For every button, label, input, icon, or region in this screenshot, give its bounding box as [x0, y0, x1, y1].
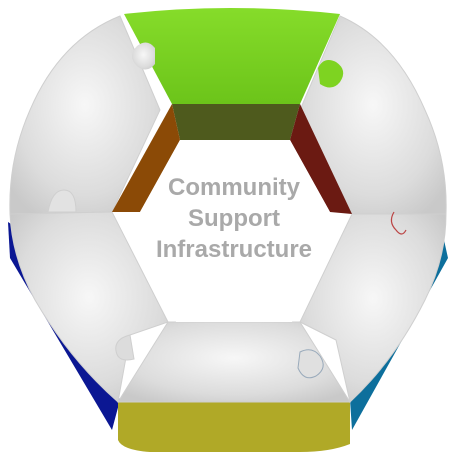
center-hole	[140, 140, 330, 322]
puzzle-knob-lower-right	[297, 349, 324, 379]
bottom-edge-olive	[118, 400, 350, 452]
puzzle-knob-right	[390, 211, 407, 235]
center-title-line-3: Infrastructure	[155, 236, 313, 263]
segment-top-green	[124, 8, 340, 104]
segment-upper-left	[9, 15, 161, 215]
inner-bevel-upper-right	[290, 104, 352, 214]
inner-bevel-upper-left	[112, 104, 180, 212]
puzzle-knob-left	[47, 189, 77, 213]
puzzle-knob-lower-left	[115, 334, 135, 361]
puzzle-knob-top-left	[132, 42, 155, 70]
center-title: Community Support Infrastructure	[129, 172, 339, 265]
center-title-line-1: Community	[168, 174, 300, 201]
center-title-line-2: Support	[188, 205, 280, 232]
puzzle-knob-top-right	[318, 60, 344, 88]
inner-bevel-top	[172, 104, 300, 140]
